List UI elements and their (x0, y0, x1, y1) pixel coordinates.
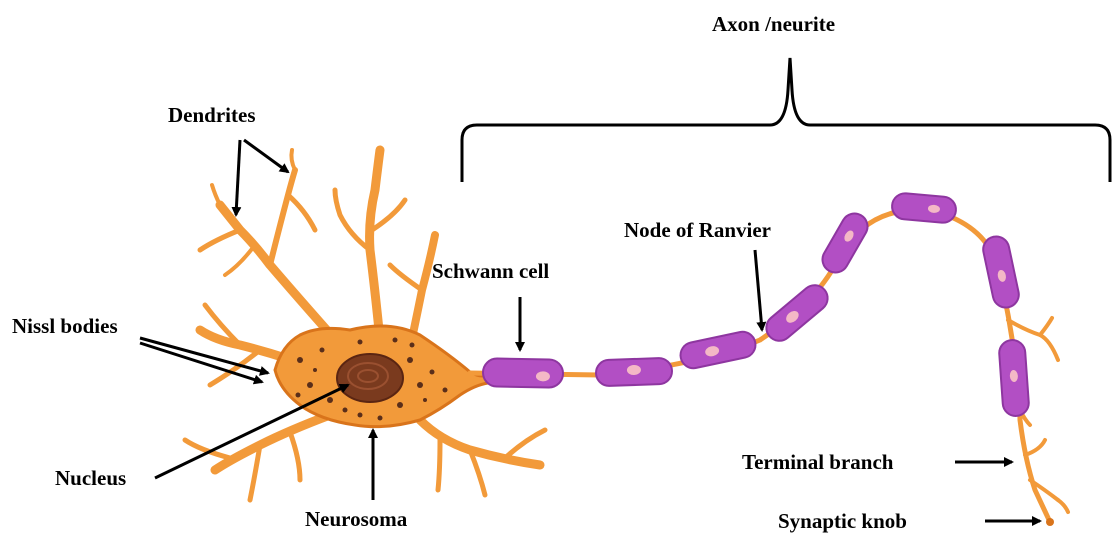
label-synaptic-knob: Synaptic knob (778, 509, 907, 534)
label-schwann-cell: Schwann cell (432, 259, 549, 284)
dendrites (185, 150, 545, 500)
arrow-dendrites-1 (236, 140, 240, 215)
label-nissl-bodies: Nissl bodies (12, 314, 118, 339)
label-node-of-ranvier: Node of Ranvier (624, 218, 771, 243)
label-neurosoma: Neurosoma (305, 507, 407, 532)
axon-brace (462, 58, 1110, 182)
arrow-nucleus (155, 385, 348, 478)
label-terminal-branch: Terminal branch (742, 450, 894, 475)
arrow-dendrites-2 (244, 140, 288, 172)
label-dendrites: Dendrites (168, 103, 256, 128)
synaptic-knob (1046, 518, 1054, 526)
nucleus (337, 354, 403, 402)
label-nucleus: Nucleus (55, 466, 126, 491)
label-axon: Axon /neurite (712, 12, 835, 37)
arrow-node (755, 250, 762, 330)
